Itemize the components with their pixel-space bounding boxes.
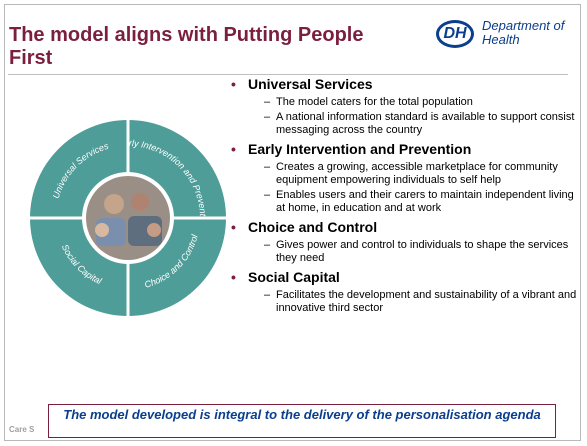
sub-item: A national information standard is avail…: [248, 111, 580, 137]
dh-badge: DH: [436, 20, 474, 48]
department-of-health-logo: DH Department of Health: [430, 18, 575, 58]
title-divider: [8, 74, 568, 75]
slide-footer: Care S: [9, 425, 35, 434]
bullet-heading: Early Intervention and Prevention: [248, 141, 472, 157]
sub-item: The model caters for the total populatio…: [248, 96, 580, 109]
dh-logo-text: Department of Health: [482, 18, 565, 47]
sub-list: Gives power and control to individuals t…: [248, 239, 580, 265]
bullet-heading: Social Capital: [248, 269, 340, 285]
sub-list: Facilitates the development and sustaina…: [248, 289, 580, 315]
sub-list: Creates a growing, accessible marketplac…: [248, 161, 580, 215]
bullet-universal-services: Universal Services The model caters for …: [228, 76, 580, 137]
sub-item: Creates a growing, accessible marketplac…: [248, 161, 580, 187]
sub-item: Facilitates the development and sustaina…: [248, 289, 580, 315]
bullet-choice-control: Choice and Control Gives power and contr…: [228, 219, 580, 265]
bullet-list: Universal Services The model caters for …: [228, 72, 580, 317]
slide-title: The model aligns with Putting People Fir…: [9, 24, 364, 69]
bullet-social-capital: Social Capital Facilitates the developme…: [228, 269, 580, 315]
bullet-early-intervention: Early Intervention and Prevention Create…: [228, 141, 580, 215]
slide-frame: [4, 4, 581, 441]
sub-list: The model caters for the total populatio…: [248, 96, 580, 137]
model-diagram: Universal Services Early Intervention an…: [28, 118, 226, 316]
callout-box: The model developed is integral to the d…: [48, 404, 556, 438]
bullet-heading: Choice and Control: [248, 219, 378, 235]
sub-item: Enables users and their carers to mainta…: [248, 189, 580, 215]
bullet-heading: Universal Services: [248, 76, 373, 92]
sub-item: Gives power and control to individuals t…: [248, 239, 580, 265]
